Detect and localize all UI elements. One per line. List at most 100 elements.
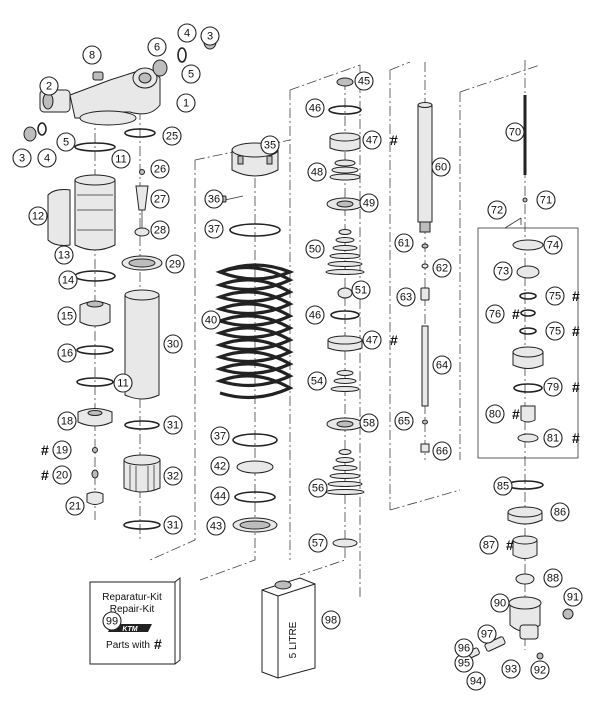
spring-column [215,142,295,533]
callout-circle [39,76,59,96]
callout-50: 50 [305,239,325,259]
oil-can: 5 LITRE [261,577,316,679]
callout-90: 90 [490,593,510,613]
callout-circle [163,466,183,486]
callout-number: 85 [497,481,509,493]
callout-5: 5 [181,64,201,84]
callout-circle [432,441,452,461]
callout-number: 74 [547,240,559,252]
callout-number: 8 [89,50,95,62]
callout-circle [490,593,510,613]
callout-circle [466,671,486,691]
callout-4: 4 [37,148,57,168]
callout-number: 76 [489,309,501,321]
callout-circle [359,413,379,433]
callout-number: 62 [436,263,448,275]
callout-27: 27 [150,189,170,209]
callout-15: 15 [57,306,77,326]
callout-58: 58 [359,413,379,433]
callout-circle [307,371,327,391]
callout-number: 79 [547,382,559,394]
callout-number: 88 [547,573,559,585]
callout-circle [177,23,197,43]
callout-36: 36 [204,189,224,209]
callout-number: 19 [56,445,68,457]
callout-8: 8 [82,45,102,65]
callout-14: 14 [58,270,78,290]
callout-circle [181,64,201,84]
callout-number: 47 [366,335,378,347]
callout-number: 45 [358,76,370,88]
hash-mark: # [572,430,580,446]
reservoir-column [47,142,116,505]
callout-circle [394,411,414,431]
callout-circle [111,149,131,169]
callout-number: 37 [214,431,226,443]
callout-number: 58 [363,418,375,430]
callout-number: 6 [154,42,160,54]
piston-stack-column [325,77,365,548]
callout-number: 70 [509,127,521,139]
callout-86: 86 [550,502,570,522]
callout-number: 93 [505,664,517,676]
callout-circle [176,93,196,113]
repair-kit-hash: # [154,636,162,652]
callout-circle [308,533,328,553]
callout-56: 56 [308,478,328,498]
callout-37: 37 [204,219,224,239]
svg-text:KTM: KTM [122,626,137,633]
callout-number: 64 [436,360,448,372]
callout-number: 66 [436,446,448,458]
callout-19: 19 [52,440,72,460]
callout-circle [477,624,497,644]
callout-79: 79 [543,377,563,397]
callout-73: 73 [493,261,513,281]
damper-body-column [121,128,163,530]
hash-mark: # [572,288,580,304]
adjuster-column [464,95,579,660]
callout-number: 1 [183,98,189,110]
callout-circle [545,286,565,306]
callout-circle [505,122,525,142]
callout-number: 99 [106,616,118,628]
callout-37: 37 [210,426,230,446]
callout-number: 94 [470,676,482,688]
callout-number: 61 [398,238,410,250]
callout-circle [493,476,513,496]
callout-circle [204,189,224,209]
callout-circle [28,206,48,226]
callout-number: 60 [435,162,447,174]
callout-circle [543,428,563,448]
callout-number: 18 [61,416,73,428]
callout-3: 3 [200,26,220,46]
callout-44: 44 [210,486,230,506]
callout-30: 30 [163,334,183,354]
callout-circle [307,162,327,182]
callout-circle [396,287,416,307]
callout-46: 46 [305,98,325,118]
repair-kit-line3: Parts with [106,640,150,651]
callout-number: 4 [184,28,190,40]
callout-number: 12 [32,211,44,223]
callout-number: 14 [62,275,74,287]
callout-11: 11 [111,149,131,169]
callout-circle [359,193,379,213]
callout-number: 72 [491,205,503,217]
callout-92: 92 [530,660,550,680]
callout-47: 47 [362,130,382,150]
callout-76: 76 [485,304,505,324]
callout-number: 15 [61,311,73,323]
callout-circle [204,219,224,239]
callout-number: 21 [69,501,81,513]
callout-number: 97 [481,629,493,641]
callout-circle [432,355,452,375]
callout-circle [57,411,77,431]
callout-80: 80 [485,404,505,424]
callout-number: 4 [44,153,50,165]
callout-98: 98 [321,610,341,630]
callout-circle [550,502,570,522]
callout-93: 93 [501,659,521,679]
callout-20: 20 [52,465,72,485]
callout-circle [305,239,325,259]
callout-74: 74 [543,235,563,255]
